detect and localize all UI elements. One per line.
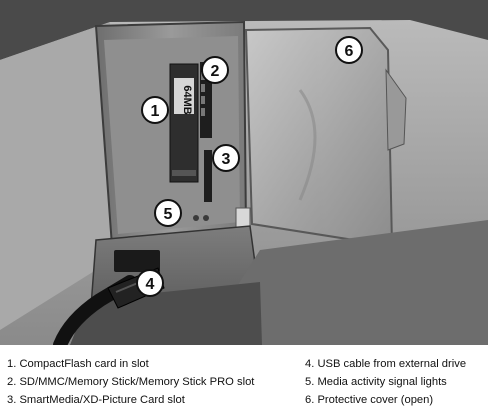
- legend-item-compactflash: 1. CompactFlash card in slot: [7, 358, 149, 370]
- printer-card-slot-photo: 64MB 1 2 3 4 5 6: [0, 0, 488, 345]
- figure-legend: 1. CompactFlash card in slot 2. SD/MMC/M…: [0, 355, 488, 415]
- svg-text:6: 6: [345, 43, 354, 60]
- callout-4: 4: [136, 269, 164, 297]
- legend-column-left: 1. CompactFlash card in slot 2. SD/MMC/M…: [7, 355, 254, 409]
- callout-3: 3: [212, 144, 240, 172]
- legend-item-activity-lights: 5. Media activity signal lights: [305, 376, 447, 388]
- callout-2: 2: [201, 56, 229, 84]
- svg-text:64MB: 64MB: [181, 85, 193, 114]
- legend-item-usb-cable: 4. USB cable from external drive: [305, 358, 467, 370]
- legend-column-right: 4. USB cable from external drive 5. Medi…: [305, 355, 466, 409]
- svg-text:3: 3: [222, 151, 231, 168]
- callout-6: 6: [335, 36, 363, 64]
- svg-text:1: 1: [151, 103, 160, 120]
- callout-5: 5: [154, 199, 182, 227]
- legend-item-protective-cover: 6. Protective cover (open): [305, 394, 434, 406]
- svg-text:5: 5: [164, 206, 173, 223]
- callout-1: 1: [141, 96, 169, 124]
- svg-text:4: 4: [146, 276, 155, 293]
- svg-text:2: 2: [211, 63, 220, 80]
- legend-item-sd-slot: 2. SD/MMC/Memory Stick/Memory Stick PRO …: [7, 376, 255, 388]
- legend-item-smartmedia-slot: 3. SmartMedia/XD-Picture Card slot: [7, 394, 185, 406]
